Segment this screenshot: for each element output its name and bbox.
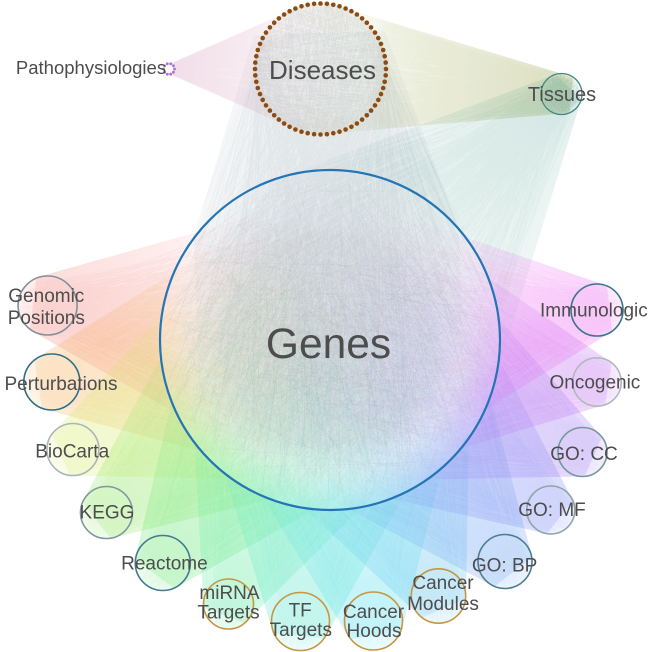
svg-text:Hoods: Hoods: [347, 621, 402, 642]
svg-text:GO: MF: GO: MF: [518, 500, 586, 521]
svg-text:Targets: Targets: [197, 603, 259, 624]
svg-text:Pathophysiologies: Pathophysiologies: [16, 57, 166, 78]
svg-text:GO: BP: GO: BP: [472, 556, 537, 577]
svg-text:Targets: Targets: [270, 620, 332, 641]
svg-text:Diseases: Diseases: [269, 55, 376, 85]
svg-text:BioCarta: BioCarta: [35, 442, 109, 463]
svg-text:Reactome: Reactome: [121, 554, 208, 575]
svg-text:TF: TF: [289, 601, 312, 622]
svg-text:Tissues: Tissues: [528, 84, 596, 106]
svg-text:Modules: Modules: [407, 594, 479, 615]
svg-text:GO: CC: GO: CC: [550, 444, 618, 465]
svg-text:Perturbations: Perturbations: [4, 374, 117, 395]
svg-text:Oncogenic: Oncogenic: [549, 373, 640, 394]
svg-text:Cancer: Cancer: [412, 573, 474, 594]
svg-text:Cancer: Cancer: [343, 602, 405, 623]
svg-text:Genomic: Genomic: [8, 286, 84, 307]
svg-text:KEGG: KEGG: [80, 503, 135, 524]
svg-text:Immunologic: Immunologic: [540, 300, 648, 321]
svg-text:Genes: Genes: [266, 321, 391, 368]
svg-text:Positions: Positions: [8, 308, 85, 329]
svg-text:miRNA: miRNA: [199, 583, 259, 604]
